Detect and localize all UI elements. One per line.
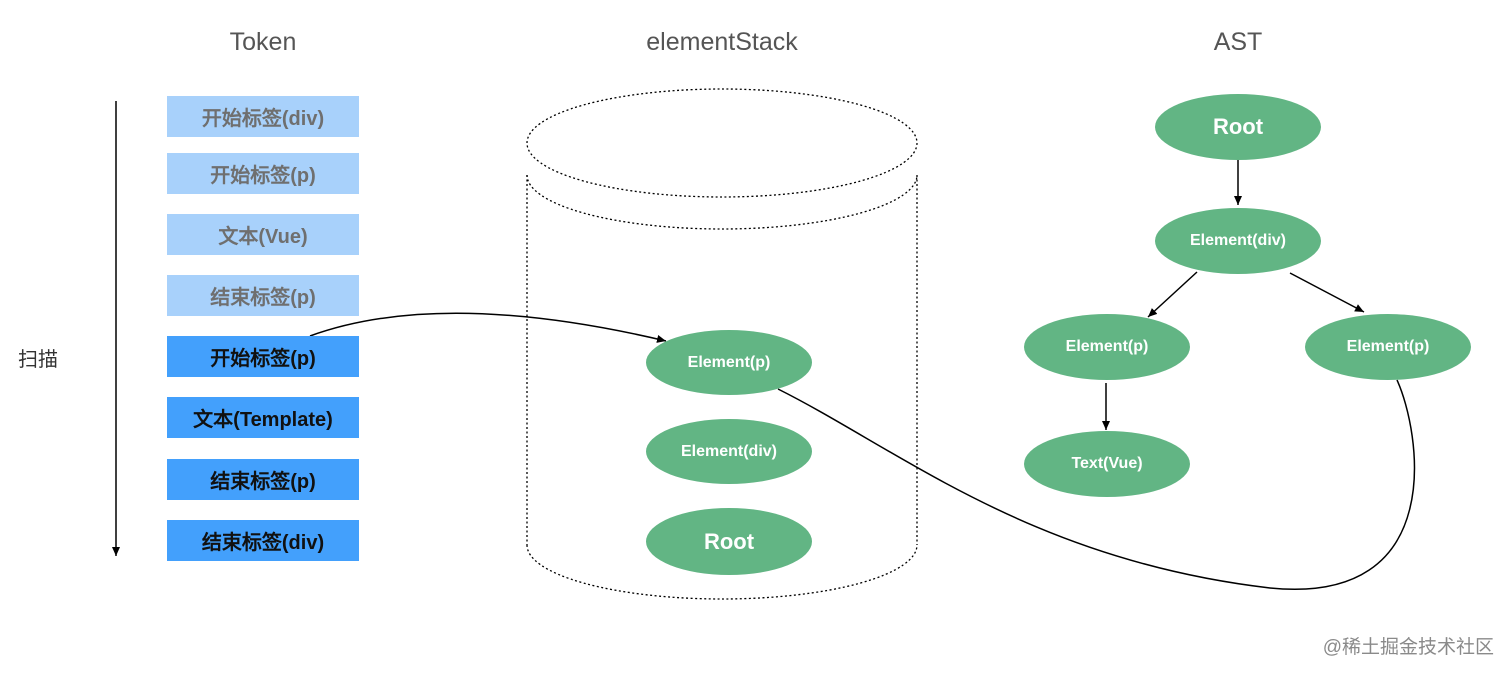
stack-to-ast-curve xyxy=(777,379,1416,591)
token-to-stack-arrow xyxy=(309,312,667,343)
token-item: 结束标签(p) xyxy=(167,459,359,500)
token-item: 开始标签(p) xyxy=(167,336,359,377)
token-item: 结束标签(div) xyxy=(167,520,359,561)
stack-node-root: Root xyxy=(646,508,812,575)
stack-node-element-p: Element(p) xyxy=(646,330,812,395)
token-item: 开始标签(p) xyxy=(167,153,359,194)
token-item: 文本(Vue) xyxy=(167,214,359,255)
ast-node-text-vue: Text(Vue) xyxy=(1024,431,1190,497)
ast-edge-div-pright xyxy=(1289,272,1365,313)
ast-node-element-p-left: Element(p) xyxy=(1024,314,1190,380)
stack-cylinder xyxy=(526,88,918,600)
scan-label: 扫描 xyxy=(18,349,58,371)
ast-node-root: Root xyxy=(1155,94,1321,160)
token-item: 开始标签(div) xyxy=(167,96,359,137)
token-title: Token xyxy=(229,28,297,56)
ast-title: AST xyxy=(1213,28,1263,56)
token-item: 结束标签(p) xyxy=(167,275,359,316)
watermark: @稀土掘金技术社区 xyxy=(1322,637,1494,658)
token-item: 文本(Template) xyxy=(167,397,359,438)
ast-node-element-p-right: Element(p) xyxy=(1305,314,1471,380)
ast-node-element-div: Element(div) xyxy=(1155,208,1321,274)
ast-edge-div-pleft xyxy=(1147,271,1198,318)
stack-node-element-div: Element(div) xyxy=(646,419,812,484)
element-stack-title: elementStack xyxy=(646,28,798,56)
